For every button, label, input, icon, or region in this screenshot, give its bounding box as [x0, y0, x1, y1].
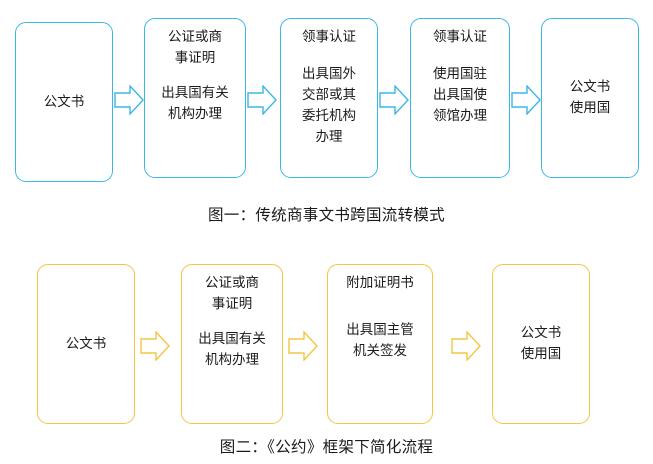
flow1-step3-title: 领事认证 — [302, 29, 356, 45]
flow1-arrow-2 — [247, 85, 277, 115]
flow1-step3-box: 领事认证 出具国外 交部或其 委托机构 办理 — [280, 18, 378, 178]
flow1-arrow-1 — [114, 85, 144, 115]
flow1-step2-title: 公证或商 事证明 — [168, 29, 222, 66]
flow2-step4-box: 公文书 使用国 — [492, 264, 590, 424]
flow2-step4-title: 公文书 使用国 — [520, 325, 562, 362]
flow2-step1-box: 公文书 — [37, 264, 135, 424]
flow2-arrow-3 — [451, 331, 481, 361]
flow1-step2-box: 公证或商 事证明 出具国有关 机构办理 — [144, 18, 246, 178]
flow2-step3-body: 出具国主管 机关签发 — [346, 322, 414, 359]
flow1-step5-box: 公文书 使用国 — [541, 18, 639, 178]
flow2-caption: 图二：《公约》框架下简化流程 — [219, 438, 434, 456]
flow2-arrow-2 — [288, 331, 318, 361]
flow2-step2-body: 出具国有关 机构办理 — [198, 331, 266, 368]
flow1-step4-title: 领事认证 — [433, 29, 487, 45]
flow2-step3-title: 附加证明书 — [346, 275, 414, 291]
flow2-step1-title: 公文书 — [65, 335, 107, 352]
flow1-step5-title: 公文书 使用国 — [569, 79, 611, 116]
flow1-step2-body: 出具国有关 机构办理 — [161, 85, 229, 122]
flow1-step1-title: 公文书 — [43, 93, 85, 110]
flow1-arrow-3 — [379, 85, 409, 115]
flow2-step2-title: 公证或商 事证明 — [205, 275, 259, 312]
flow1-step4-box: 领事认证 使用国驻 出具国使 领馆办理 — [410, 18, 510, 178]
flow2-step2-box: 公证或商 事证明 出具国有关 机构办理 — [181, 264, 283, 424]
flow1-step3-body: 出具国外 交部或其 委托机构 办理 — [302, 66, 356, 145]
flow1-step1-box: 公文书 — [15, 22, 113, 182]
flow2-step3-box: 附加证明书 出具国主管 机关签发 — [327, 264, 433, 424]
flow1-caption: 图一：传统商事文书跨国流转模式 — [207, 206, 445, 224]
flow1-step4-body: 使用国驻 出具国使 领馆办理 — [433, 66, 487, 124]
flow2-arrow-1 — [140, 331, 170, 361]
flow1-arrow-4 — [511, 85, 541, 115]
